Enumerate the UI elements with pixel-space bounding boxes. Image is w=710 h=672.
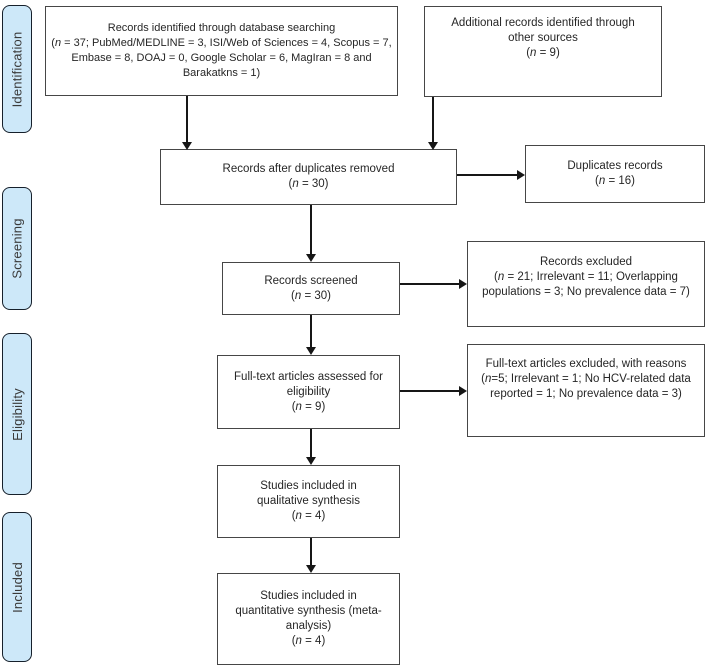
box-title: Studies included in xyxy=(260,480,357,492)
stat-text: = 4) xyxy=(301,510,326,522)
box-stat-line: reported = 1; No prevalence data = 3) xyxy=(490,388,682,400)
box-records-after-duplicates-removed: Records after duplicates removed (n = 30… xyxy=(160,149,457,205)
box-title: Duplicates records xyxy=(567,160,663,172)
box-stat-line: (n = 37; PubMed/MEDLINE = 3, ISI/Web of … xyxy=(51,36,391,51)
connector-screened-to-excluded-line xyxy=(400,283,459,285)
box-title: Full-text articles excluded, with reason… xyxy=(485,358,687,370)
arrow-down-icon xyxy=(306,254,316,262)
box-title: quantitative synthesis (meta- xyxy=(235,605,382,617)
box-stat-line: (n = 9) xyxy=(292,400,326,415)
phase-label-eligibility: Eligibility xyxy=(9,387,25,441)
connector-other-to-dupremoved-line xyxy=(432,97,434,142)
box-stat-line: (n=5; Irrelevant = 1; No HCV-related dat… xyxy=(481,372,691,387)
paren-open: ( xyxy=(51,37,55,49)
stat-text: = 4) xyxy=(301,635,326,647)
connector-fulltext-to-excluded-line xyxy=(400,390,459,392)
stat-text: =5; Irrelevant = 1; No HCV-related data xyxy=(491,373,691,385)
box-stat-line: (n = 30) xyxy=(291,289,331,304)
box-title: eligibility xyxy=(286,385,331,398)
box-fulltext-assessed: Full-text articles assessed for eligibil… xyxy=(217,355,400,429)
connector-screened-to-fulltext-line xyxy=(310,315,312,347)
box-title: Records after duplicates removed xyxy=(222,163,395,175)
stat-text: = 37; PubMed/MEDLINE = 3, ISI/Web of Sci… xyxy=(61,37,392,49)
phase-label-identification: Identification xyxy=(9,31,25,107)
arrow-right-icon xyxy=(459,386,467,396)
stat-text: = 9) xyxy=(301,400,326,413)
n-symbol: n xyxy=(295,510,302,522)
box-qualitative-synthesis: Studies included in qualitative synthesi… xyxy=(217,465,400,538)
box-records-identified-database: Records identified through database sear… xyxy=(45,6,398,96)
box-title: analysis) xyxy=(285,620,332,632)
connector-dupremoved-to-screened-line xyxy=(310,205,312,254)
box-additional-records-other-sources: Additional records identified through ot… xyxy=(424,6,662,97)
arrow-right-icon xyxy=(459,279,467,289)
paren-open: ( xyxy=(595,175,599,187)
box-stat-line: (n = 4) xyxy=(292,634,326,649)
box-stat-line: (n = 4) xyxy=(292,509,326,524)
n-symbol: n xyxy=(497,271,505,283)
box-title: qualitative synthesis xyxy=(257,495,360,507)
box-title: Studies included in xyxy=(260,590,357,602)
box-duplicates-records: Duplicates records (n = 16) xyxy=(525,145,705,203)
box-records-screened: Records screened (n = 30) xyxy=(222,262,400,315)
paren-open: ( xyxy=(481,373,485,385)
connector-db-to-dupremoved-line xyxy=(186,96,188,142)
box-title: Records screened xyxy=(264,274,358,287)
box-title: Full-text articles assessed for xyxy=(234,370,383,383)
arrow-down-icon xyxy=(306,565,316,573)
paren-open: ( xyxy=(291,510,296,522)
stat-text: = 16) xyxy=(605,175,635,187)
box-stat-line: (n = 16) xyxy=(595,174,635,189)
arrow-right-icon xyxy=(517,170,525,180)
paren-open: ( xyxy=(291,400,296,413)
arrow-down-icon xyxy=(306,347,316,355)
phase-pill-included: Included xyxy=(2,512,32,662)
n-symbol: n xyxy=(484,373,492,385)
stat-text: = 30) xyxy=(298,178,329,190)
paren-open: ( xyxy=(526,47,531,59)
paren-open: ( xyxy=(494,271,498,283)
stat-text: = 30) xyxy=(301,289,331,302)
phase-pill-eligibility: Eligibility xyxy=(2,333,32,495)
box-title: Records identified through database sear… xyxy=(107,22,336,34)
box-fulltext-excluded: Full-text articles excluded, with reason… xyxy=(467,344,705,437)
box-title: Additional records identified through xyxy=(451,17,635,29)
paren-open: ( xyxy=(288,178,293,190)
stat-text: = 9) xyxy=(536,47,560,59)
connector-dupremoved-to-duplicates-line xyxy=(457,174,517,176)
box-stat-line: (n = 30) xyxy=(289,177,329,192)
connector-qualitative-to-quantitative-line xyxy=(310,538,312,565)
n-symbol: n xyxy=(530,47,537,59)
n-symbol: n xyxy=(295,635,302,647)
box-stat-line: populations = 3; No prevalence data = 7) xyxy=(482,286,690,298)
box-stat-line: (n = 21; Irrelevant = 11; Overlapping xyxy=(494,270,678,285)
box-quantitative-synthesis: Studies included in quantitative synthes… xyxy=(217,573,400,665)
phase-pill-screening: Screening xyxy=(2,187,32,310)
box-title: other sources xyxy=(508,32,578,44)
n-symbol: n xyxy=(54,37,62,49)
arrow-down-icon xyxy=(182,142,192,150)
box-stat-line: Embase = 8, DOAJ = 0, Google Scholar = 6… xyxy=(71,52,372,64)
arrow-down-icon xyxy=(428,142,438,150)
arrow-down-icon xyxy=(306,457,316,465)
n-symbol: n xyxy=(292,178,299,190)
paren-open: ( xyxy=(291,289,295,302)
connector-fulltext-to-qualitative-line xyxy=(310,429,312,457)
phase-label-included: Included xyxy=(9,561,25,613)
n-symbol: n xyxy=(598,175,606,187)
box-stat-line: (n = 9) xyxy=(526,46,560,61)
paren-open: ( xyxy=(291,635,296,647)
n-symbol: n xyxy=(295,400,302,413)
stat-text: = 21; Irrelevant = 11; Overlapping xyxy=(504,271,678,283)
n-symbol: n xyxy=(294,289,302,302)
phase-pill-identification: Identification xyxy=(2,5,32,133)
box-stat-line: Barakatkns = 1) xyxy=(182,67,261,79)
box-title: Records excluded xyxy=(539,256,633,268)
phase-label-screening: Screening xyxy=(9,218,25,279)
box-records-excluded: Records excluded (n = 21; Irrelevant = 1… xyxy=(467,241,705,327)
